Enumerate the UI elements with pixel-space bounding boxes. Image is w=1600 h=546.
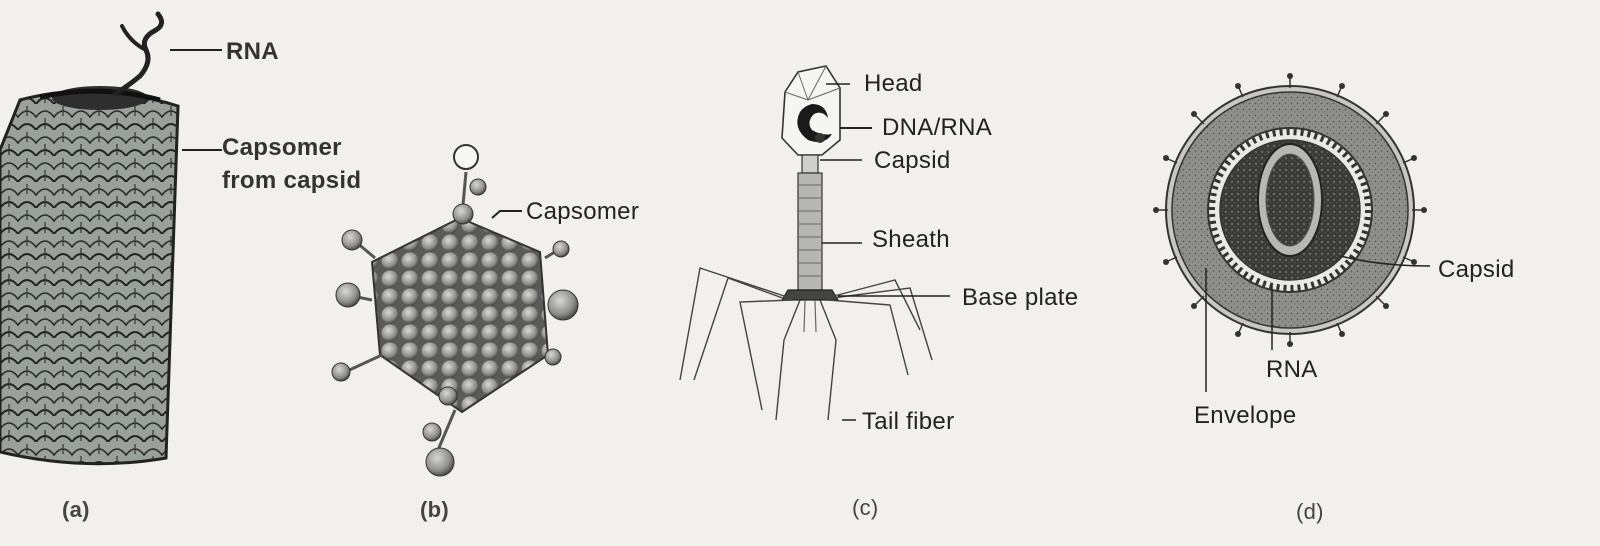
panel-a-caption: (a): [62, 497, 90, 522]
enveloped-virus-drawing: [1153, 73, 1431, 392]
panel-b-capsomer-label: Capsomer: [526, 198, 640, 225]
panel-a-capsomer-label-line1: Capsomer: [222, 134, 342, 161]
panel-a-rna-label: RNA: [226, 38, 279, 65]
panel-c-base-plate-label: Base plate: [962, 284, 1079, 311]
panel-c-sheath-label: Sheath: [872, 226, 950, 253]
panel-c-caption: (c): [852, 495, 879, 520]
panel-d-rna-label: RNA: [1266, 356, 1318, 383]
panel-d-envelope-label: Envelope: [1194, 402, 1297, 429]
panel-d-caption: (d): [1296, 499, 1324, 524]
panel-c-tail-fiber-label: Tail fiber: [862, 408, 955, 435]
panel-b-caption: (b): [420, 497, 449, 522]
panel-c-head-label: Head: [864, 70, 923, 97]
icosahedral-virus-drawing: [331, 144, 579, 477]
panel-c-dna-rna-label: DNA/RNA: [882, 114, 993, 141]
helical-virus-drawing: [0, 11, 222, 466]
panel-d-capsid-label: Capsid: [1438, 256, 1515, 283]
bacteriophage-drawing: [679, 65, 950, 421]
panel-c-capsid-label: Capsid: [874, 147, 951, 174]
panel-a-capsomer-label-line2: from capsid: [222, 167, 362, 194]
